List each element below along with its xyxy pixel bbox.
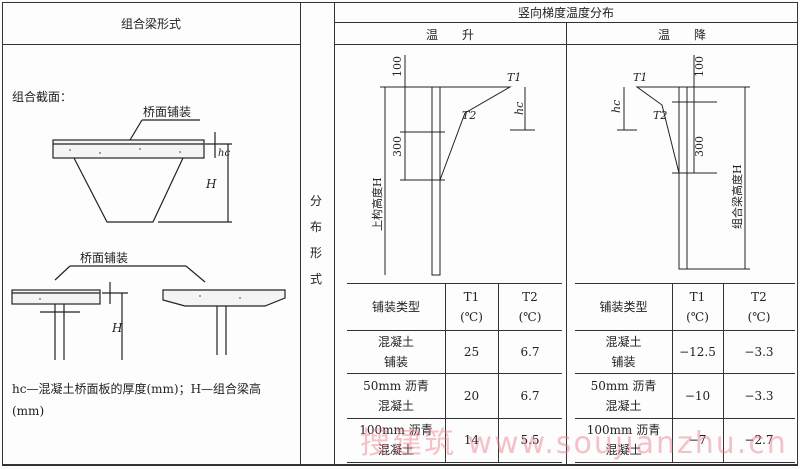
table-rule (347, 283, 562, 284)
header-cooling: 温 降 (657, 28, 706, 42)
table_heat-cell: 100mm 沥青 混凝土 (359, 423, 433, 457)
table_cool-header-cell: T1 (℃) (686, 289, 709, 324)
table_heat-header-cell: T1 (℃) (460, 289, 483, 324)
paving-label-2: 桥面铺装 (80, 251, 128, 265)
cool-300: 300 (693, 136, 706, 157)
table-rule (347, 330, 562, 331)
table_heat-cell: 14 (463, 433, 480, 447)
heat-H: 上构高度H (370, 177, 384, 231)
table_heat-cell: 6.7 (520, 388, 540, 403)
heat-300: 300 (391, 136, 404, 157)
table_cool-cell: −3.3 (744, 344, 774, 359)
header-distribution-form: 分布形式 (310, 194, 323, 286)
table_cool-header-cell: 铺装类型 (599, 299, 648, 314)
table_cool-header-cell: T2 (℃) (747, 289, 771, 324)
table_heat-cell: 25 (463, 344, 480, 359)
table-rule (575, 462, 795, 463)
table_cool-cell: −7 (688, 433, 707, 447)
table_heat-cell: 50mm 沥青 混凝土 (363, 378, 429, 413)
table-rule (498, 283, 499, 462)
table-rule (672, 283, 673, 462)
heat-100: 100 (391, 56, 404, 77)
heating-gradient-diagram: 100 300 T1 T2 hc 上构高度H (370, 55, 535, 276)
table-rule (347, 462, 562, 463)
cooling-gradient-diagram: 100 300 T1 T2 hc 组合梁高度H (610, 55, 750, 270)
table_cool-cell: 50mm 沥青 混凝土 (590, 378, 657, 413)
table_heat-header-cell: T2 (℃) (518, 289, 542, 324)
table-rule (347, 418, 562, 419)
cross-section-diagrams: 桥面铺装 桥面铺装 hc H H (11, 105, 286, 360)
header-vertical-gradient: 竖向梯度温度分布 (517, 6, 614, 20)
cool-H: 组合梁高度H (730, 164, 744, 229)
section-title: 组合截面： (12, 90, 73, 104)
table_heat-header-cell: 铺装类型 (371, 299, 420, 314)
table-rule (575, 330, 795, 331)
table_heat-cell: 20 (463, 388, 480, 403)
table-rule (575, 283, 795, 284)
table_heat-cell: 6.7 (520, 344, 540, 359)
table-rule (575, 373, 795, 374)
heat-T2: T2 (462, 109, 476, 122)
table_cool-cell: −10 (684, 388, 711, 403)
table_heat-cell: 5.5 (520, 433, 540, 447)
table_cool-cell: −2.7 (744, 433, 774, 447)
table_cool-cell: 100mm 沥青 混凝土 (586, 423, 661, 457)
paving-label-1: 桥面铺装 (143, 105, 191, 119)
H-label: H (205, 177, 217, 191)
watermark: 搜建筑 www.soujianzhu.cn (360, 426, 788, 461)
header-composite-beam-form: 组合梁形式 (120, 17, 181, 31)
table-rule (575, 418, 795, 419)
H-label-2: H (111, 321, 123, 335)
table-rule (347, 373, 562, 374)
cool-100: 100 (693, 56, 706, 77)
cool-T2: T2 (653, 109, 667, 122)
table_heat-cell: 混凝土 铺装 (377, 334, 414, 369)
header-heating: 温 升 (425, 28, 474, 42)
table_cool-cell: −3.3 (744, 388, 774, 403)
cool-hc: hc (610, 100, 623, 113)
hc-label: hc (218, 148, 230, 159)
table-rule (445, 283, 446, 462)
note-text: hc—混凝土桥面板的厚度(mm)；H—组合梁高(mm) (12, 382, 262, 418)
heat-T1: T1 (507, 71, 521, 84)
heat-hc: hc (513, 102, 526, 115)
cool-T1: T1 (633, 71, 647, 84)
table_cool-cell: −12.5 (679, 344, 716, 359)
table-rule (723, 283, 724, 462)
table_cool-cell: 混凝土 铺装 (605, 334, 642, 369)
